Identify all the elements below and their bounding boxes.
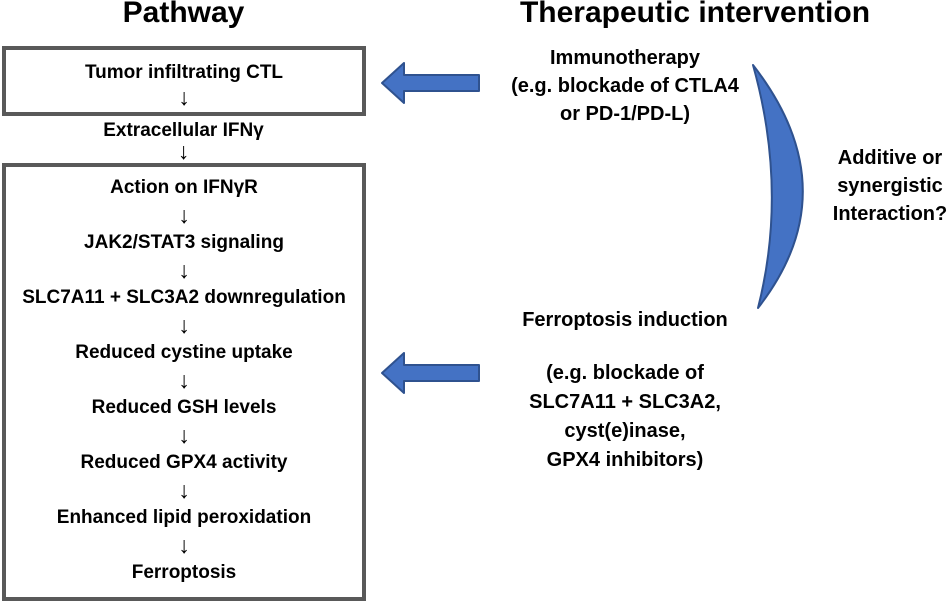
immunotherapy-detail-line: or PD-1/PD-L) xyxy=(560,103,690,125)
interaction-question-line: Interaction? xyxy=(832,203,948,225)
pathway-cascade-box: Action on IFNγR ↓ JAK2/STAT3 signaling ↓… xyxy=(2,163,366,601)
pathway-column-title: Pathway xyxy=(122,0,245,29)
immunotherapy-block: Immunotherapy (e.g. blockade of CTLA4 or… xyxy=(470,44,780,128)
interaction-question-line: synergistic xyxy=(837,175,943,197)
down-arrow-icon: ↓ xyxy=(177,138,190,164)
immunotherapy-title: Immunotherapy xyxy=(549,47,701,69)
down-arrow-icon: ↓ xyxy=(178,312,190,338)
step-ferroptosis: Ferroptosis xyxy=(131,562,237,583)
step-action-on-ifngr: Action on IFNγR xyxy=(110,177,258,198)
step-enhanced-lipid-peroxidation: Enhanced lipid peroxidation xyxy=(56,507,312,528)
ferroptosis-detail-block: (e.g. blockade of SLC7A11 + SLC3A2, cyst… xyxy=(470,359,780,475)
ferroptosis-induction-label: Ferroptosis induction xyxy=(522,309,728,331)
interaction-question-line: Additive or xyxy=(837,147,943,169)
intervention-column-title: Therapeutic intervention xyxy=(519,0,871,29)
ferroptosis-detail-line: SLC7A11 + SLC3A2, xyxy=(529,391,721,413)
left-block-arrow-ferroptosis-icon xyxy=(381,352,480,394)
down-arrow-icon: ↓ xyxy=(178,84,190,110)
step-tumor-infiltrating-ctl: Tumor infiltrating CTL xyxy=(84,62,284,83)
step-jak2-stat3-signaling: JAK2/STAT3 signaling xyxy=(84,232,284,253)
left-block-arrow-immunotherapy-icon xyxy=(381,62,480,104)
step-slc7a11-slc3a2-downregulation: SLC7A11 + SLC3A2 downregulation xyxy=(22,287,346,308)
down-arrow-icon: ↓ xyxy=(178,367,190,393)
interaction-question-block: Additive or synergistic Interaction? xyxy=(816,144,950,228)
down-arrow-icon: ↓ xyxy=(178,477,190,503)
step-reduced-cystine-uptake: Reduced cystine uptake xyxy=(75,342,293,363)
step-reduced-gpx4-activity: Reduced GPX4 activity xyxy=(80,452,288,473)
ferroptosis-detail-line: (e.g. blockade of xyxy=(546,362,704,384)
down-arrow-icon: ↓ xyxy=(178,422,190,448)
down-arrow-icon: ↓ xyxy=(178,532,190,558)
step-reduced-gsh-levels: Reduced GSH levels xyxy=(91,397,277,418)
down-arrow-icon: ↓ xyxy=(178,202,190,228)
tumor-ctl-box: Tumor infiltrating CTL ↓ xyxy=(2,46,366,116)
ferroptosis-detail-line: cyst(e)inase, xyxy=(564,420,686,442)
ferroptosis-detail-line: GPX4 inhibitors) xyxy=(546,449,704,471)
immunotherapy-detail-line: (e.g. blockade of CTLA4 xyxy=(511,75,739,97)
down-arrow-icon: ↓ xyxy=(178,257,190,283)
step-extracellular-ifng: Extracellular IFNγ xyxy=(103,120,264,141)
interaction-bracket-icon xyxy=(752,64,804,309)
